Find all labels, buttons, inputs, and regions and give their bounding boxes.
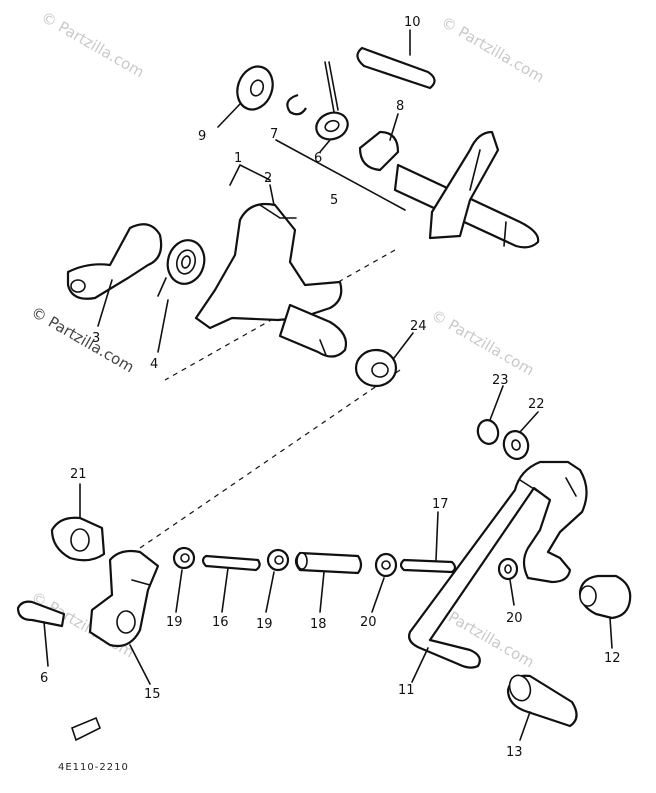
callout-22: 22 <box>528 397 545 412</box>
part-11-shift-pedal <box>408 460 588 669</box>
drawing-code: 4E110-2210 <box>58 762 129 773</box>
part-10-pin <box>356 46 436 90</box>
leader-lines <box>43 29 613 741</box>
callout-6: 6 <box>314 151 322 166</box>
watermark-middle-left: © Partzilla.com <box>28 303 137 376</box>
part-6-bolt <box>16 600 66 628</box>
callout-7: 7 <box>270 127 278 142</box>
callout-10: 10 <box>404 15 421 30</box>
callout-19-left: 19 <box>166 615 183 630</box>
part-20-nut-left <box>374 552 398 578</box>
callout-5: 5 <box>330 193 338 208</box>
part-4-spring <box>157 239 206 297</box>
part-19-nut-right <box>266 548 290 572</box>
callout-labels: 10 9 7 6 8 5 1 2 3 4 24 23 22 21 17 19 1… <box>40 15 621 760</box>
part-24-cap <box>354 348 398 388</box>
part-small-clip <box>71 716 102 742</box>
part-12-cap <box>578 574 632 620</box>
callout-19-right: 19 <box>256 617 273 632</box>
callout-23: 23 <box>492 373 509 388</box>
part-3-arm <box>66 223 163 300</box>
part-5-shift-shaft <box>393 130 540 249</box>
watermark-top-right: © Partzilla.com <box>438 13 547 86</box>
callout-21: 21 <box>70 467 87 482</box>
callout-18: 18 <box>310 617 327 632</box>
callout-6-bolt: 6 <box>40 671 48 686</box>
part-21-collar <box>50 516 106 562</box>
part-6-bushing <box>315 61 349 141</box>
callout-11: 11 <box>398 683 415 698</box>
callout-12: 12 <box>604 651 621 666</box>
callout-9: 9 <box>198 129 206 144</box>
callout-8: 8 <box>396 99 404 114</box>
callout-20-left: 20 <box>360 615 377 630</box>
callout-24: 24 <box>410 319 427 334</box>
part-17-rod <box>399 558 457 574</box>
part-7-clip <box>286 93 307 116</box>
part-9-washer <box>236 65 274 111</box>
callout-20-right: 20 <box>506 611 523 626</box>
callout-15: 15 <box>144 687 161 702</box>
part-8-collar <box>358 130 400 172</box>
callout-1: 1 <box>234 151 242 166</box>
part-23-washer <box>476 419 500 445</box>
part-22-washer <box>502 430 530 460</box>
part-15-rod-end <box>88 549 160 648</box>
callout-2: 2 <box>264 171 272 186</box>
callout-4: 4 <box>150 357 158 372</box>
part-18-tube <box>294 551 363 575</box>
watermark-middle-right: © Partzilla.com <box>428 306 537 379</box>
callout-3: 3 <box>92 331 100 346</box>
part-13-pedal-rubber <box>506 674 578 728</box>
callout-13: 13 <box>506 745 523 760</box>
part-19-nut-left <box>172 546 196 570</box>
callout-17: 17 <box>432 497 449 512</box>
part-20-nut-right <box>497 557 519 581</box>
part-16-rod <box>201 554 261 572</box>
alignment-line-lower <box>139 369 401 549</box>
part-1-shift-lever <box>194 202 348 358</box>
callout-16: 16 <box>212 615 229 630</box>
watermark-top-left: © Partzilla.com <box>38 8 147 81</box>
